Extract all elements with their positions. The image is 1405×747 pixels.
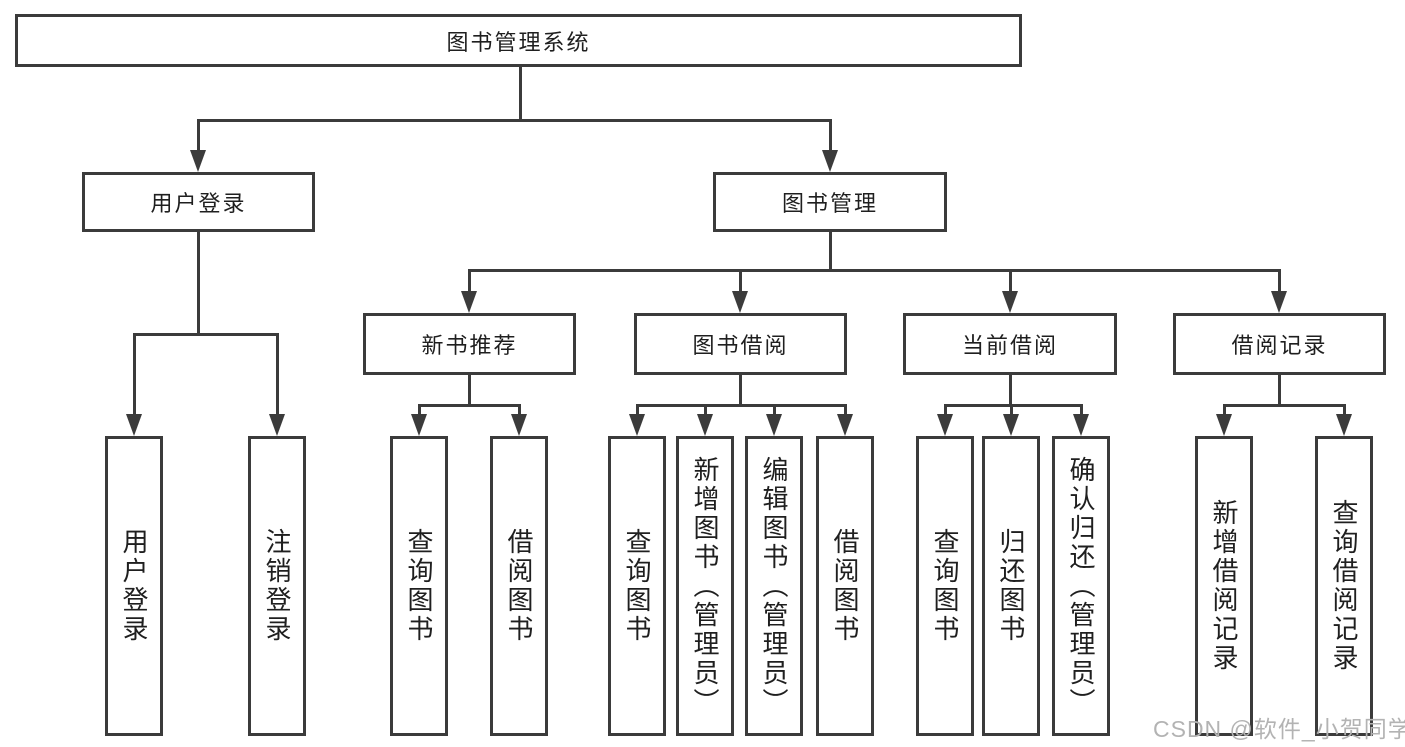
connector-line (418, 404, 421, 416)
arrowhead-icon (732, 291, 748, 313)
connector-line (829, 232, 832, 272)
connector-line (1010, 404, 1013, 416)
leaf-bb-borrow-books: 借阅图书 (816, 436, 874, 736)
arrowhead-icon (269, 414, 285, 436)
node-label: 图书借阅 (692, 333, 789, 358)
connector-line (1223, 404, 1226, 416)
connector-line (704, 404, 707, 416)
node-label: 新书推荐 (421, 333, 518, 358)
connector-line (197, 232, 200, 336)
arrowhead-icon (1216, 414, 1232, 436)
node-book-management: 图书管理 (713, 172, 947, 232)
leaf-label: 查询借阅记录 (1329, 499, 1359, 673)
connector-line (739, 375, 742, 407)
connector-line (944, 404, 947, 416)
leaf-user-login: 用户登录 (105, 436, 163, 736)
connector-line (844, 404, 847, 416)
leaf-bb-add-books-admin: 新增图书（管理员） (676, 436, 734, 736)
arrowhead-icon (766, 414, 782, 436)
connector-line (133, 333, 136, 416)
leaf-br-add-record: 新增借阅记录 (1195, 436, 1253, 736)
leaf-logout: 注销登录 (248, 436, 306, 736)
connector-line (636, 404, 847, 407)
leaf-label: 确认归还（管理员） (1066, 455, 1096, 717)
node-label: 借阅记录 (1231, 333, 1328, 358)
node-borrowing-records: 借阅记录 (1173, 313, 1386, 375)
node-book-borrowing: 图书借阅 (634, 313, 847, 375)
leaf-nb-query-books: 查询图书 (390, 436, 448, 736)
connector-line (1223, 404, 1346, 407)
arrowhead-icon (461, 291, 477, 313)
node-root-library-management-system: 图书管理系统 (15, 14, 1022, 67)
arrowhead-icon (1002, 291, 1018, 313)
node-label: 当前借阅 (961, 333, 1058, 358)
leaf-label: 借阅图书 (504, 528, 534, 644)
arrowhead-icon (629, 414, 645, 436)
connector-line (197, 119, 200, 152)
node-label: 图书管理 (781, 191, 878, 216)
leaf-bb-query-books: 查询图书 (608, 436, 666, 736)
arrowhead-icon (1336, 414, 1352, 436)
leaf-label: 新增借阅记录 (1209, 499, 1239, 673)
connector-line (276, 333, 279, 416)
arrowhead-icon (937, 414, 953, 436)
leaf-label: 新增图书（管理员） (690, 455, 720, 717)
connector-line (1278, 269, 1281, 293)
connector-line (1343, 404, 1346, 416)
leaf-cb-confirm-return-admin: 确认归还（管理员） (1052, 436, 1110, 736)
arrowhead-icon (1271, 291, 1287, 313)
arrowhead-icon (822, 150, 838, 172)
leaf-label: 归还图书 (996, 528, 1026, 644)
connector-line (1278, 375, 1281, 407)
connector-line (739, 269, 742, 293)
connector-line (944, 404, 1083, 407)
node-label: 用户登录 (150, 191, 247, 216)
connector-line (1009, 269, 1012, 293)
arrowhead-icon (697, 414, 713, 436)
watermark: CSDN @软件_小贺同学 (1153, 716, 1405, 742)
connector-line (1009, 375, 1012, 407)
connector-line (519, 64, 522, 121)
arrowhead-icon (126, 414, 142, 436)
leaf-label: 借阅图书 (830, 528, 860, 644)
leaf-label: 查询图书 (930, 528, 960, 644)
leaf-label: 注销登录 (262, 528, 292, 644)
connector-line (773, 404, 776, 416)
connector-line (197, 119, 832, 122)
leaf-label: 编辑图书（管理员） (759, 455, 789, 717)
arrowhead-icon (511, 414, 527, 436)
arrowhead-icon (1003, 414, 1019, 436)
arrowhead-icon (837, 414, 853, 436)
connector-line (133, 333, 279, 336)
connector-line (518, 404, 521, 416)
arrowhead-icon (190, 150, 206, 172)
leaf-cb-query-books: 查询图书 (916, 436, 974, 736)
arrowhead-icon (411, 414, 427, 436)
node-current-borrowing: 当前借阅 (903, 313, 1117, 375)
leaf-label: 查询图书 (404, 528, 434, 644)
connector-line (636, 404, 639, 416)
leaf-nb-borrow-books: 借阅图书 (490, 436, 548, 736)
connector-line (468, 269, 1281, 272)
node-label: 图书管理系统 (446, 29, 591, 55)
connector-line (468, 375, 471, 407)
leaf-bb-edit-books-admin: 编辑图书（管理员） (745, 436, 803, 736)
arrowhead-icon (1073, 414, 1089, 436)
connector-line (829, 119, 832, 152)
connector-line (1080, 404, 1083, 416)
connector-line (418, 404, 521, 407)
leaf-br-query-record: 查询借阅记录 (1315, 436, 1373, 736)
node-new-book-recommendation: 新书推荐 (363, 313, 576, 375)
node-user-login: 用户登录 (82, 172, 315, 232)
leaf-label: 查询图书 (622, 528, 652, 644)
leaf-label: 用户登录 (119, 528, 149, 644)
connector-line (468, 269, 471, 293)
leaf-cb-return-books: 归还图书 (982, 436, 1040, 736)
